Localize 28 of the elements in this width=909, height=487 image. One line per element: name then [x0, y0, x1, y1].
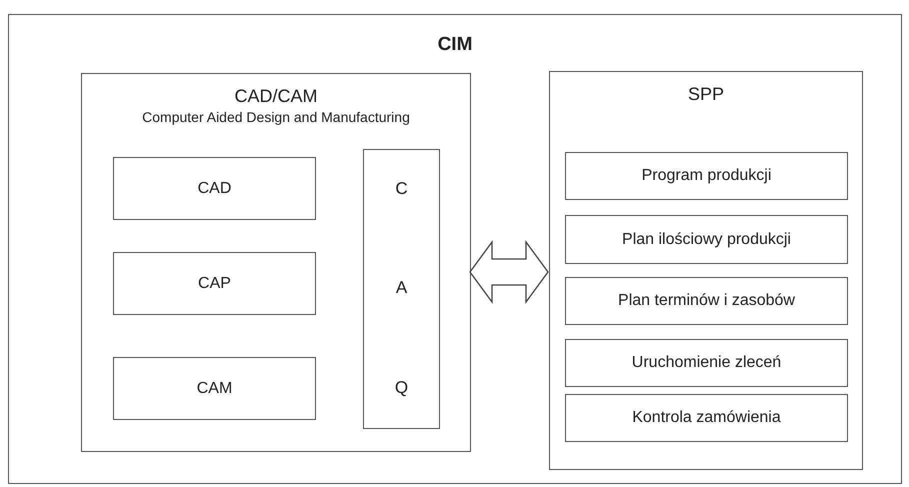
column-letter: A — [396, 277, 408, 300]
process-box — [113, 157, 316, 220]
process-box — [565, 277, 848, 325]
panel-title: CAD/CAM — [234, 85, 318, 108]
box-label: Uruchomienie zleceń — [632, 353, 782, 373]
panel-title: SPP — [688, 83, 724, 106]
box-label: CAP — [198, 274, 231, 294]
box-label: Program produkcji — [642, 166, 772, 186]
column-letter: Q — [394, 376, 408, 398]
box-label: Kontrola zamówienia — [632, 408, 781, 428]
process-box — [565, 152, 848, 200]
quality-column — [363, 149, 440, 429]
process-box — [565, 394, 848, 442]
frame-title: CIM — [438, 33, 472, 57]
box-label: CAM — [196, 378, 232, 398]
module-panel — [81, 73, 471, 452]
system-frame — [8, 14, 902, 484]
box-label: Plan terminów i zasobów — [618, 291, 795, 311]
process-box — [565, 215, 848, 264]
process-box — [565, 339, 848, 387]
column-letter: C — [395, 178, 408, 200]
box-label: Plan ilościowy produkcji — [622, 230, 791, 250]
process-box — [113, 357, 316, 420]
module-panel — [549, 71, 863, 470]
double-block-arrow — [469, 240, 549, 304]
panel-subtitle: Computer Aided Design and Manufacturing — [142, 108, 410, 126]
process-box — [113, 252, 316, 315]
box-label: CAD — [198, 178, 232, 198]
